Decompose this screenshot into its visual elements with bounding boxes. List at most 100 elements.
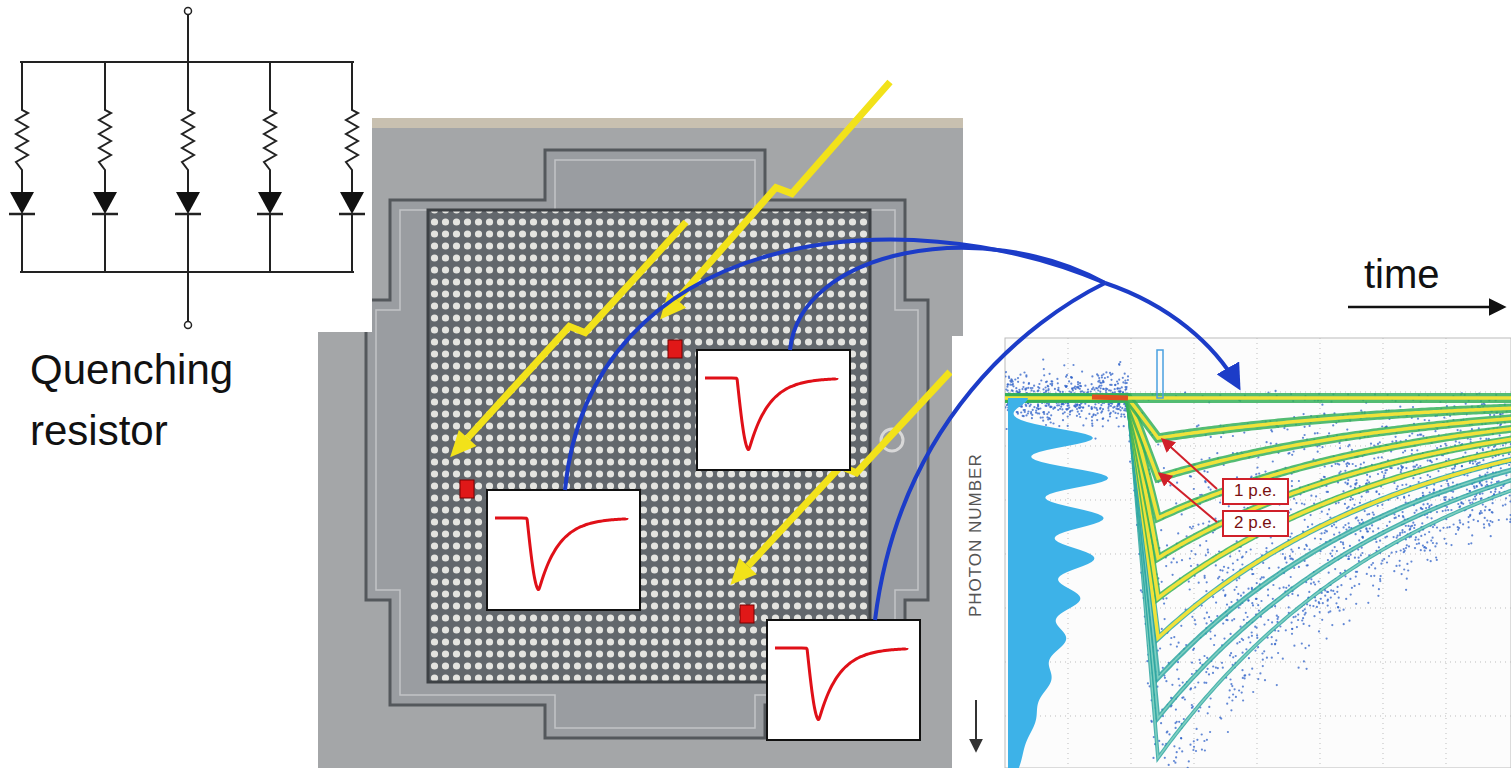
scope-dot [1366, 479, 1368, 481]
scope-dot [1081, 410, 1083, 412]
scope-dot [1093, 389, 1095, 391]
scope-dot [1216, 452, 1218, 454]
scope-dot [1291, 628, 1293, 630]
scope-dot [1101, 410, 1103, 412]
scope-dot [1024, 409, 1026, 411]
scope-dot [1301, 502, 1303, 504]
scope-dot [1120, 415, 1122, 417]
scope-dot [1091, 420, 1093, 422]
scope-dot [1338, 597, 1340, 599]
scope-dot [1259, 672, 1261, 674]
scope-dot [1097, 381, 1099, 383]
scope-dot [1210, 697, 1212, 699]
scope-dot [1252, 604, 1254, 606]
scope-dot [1190, 687, 1192, 689]
scope-dot [1180, 737, 1182, 739]
scope-dot [1114, 384, 1116, 386]
scope-dot [1244, 677, 1246, 679]
scope-dot [1362, 537, 1364, 539]
scope-dot [1009, 384, 1011, 386]
pixel-array [428, 210, 870, 682]
scope-dot [1166, 730, 1168, 732]
scope-dot [1190, 565, 1192, 567]
scope-dot [1263, 650, 1265, 652]
scope-dot [1333, 524, 1335, 526]
scope-dot [1399, 406, 1401, 408]
scope-dot [1267, 589, 1269, 591]
scope-dot [1414, 524, 1416, 526]
scope-dot [1207, 712, 1209, 714]
resistor-symbol [99, 62, 111, 272]
scope-dot [1505, 497, 1507, 499]
scope-dot [1027, 387, 1029, 389]
scope-dot [1444, 499, 1446, 501]
scope-dot [1124, 373, 1126, 375]
scope-dot [1470, 542, 1472, 544]
scope-dot [1205, 682, 1207, 684]
scope-dot [1350, 485, 1352, 487]
scope-dot [1401, 529, 1403, 531]
scope-dot [1400, 549, 1402, 551]
chip-photo [318, 118, 963, 768]
scope-panel [952, 336, 1511, 768]
scope-dot [1334, 546, 1336, 548]
scope-dot [1272, 584, 1274, 586]
scope-grid [1005, 338, 1511, 768]
scope-dot [1224, 595, 1226, 597]
scope-dot [1445, 509, 1447, 511]
scope-dot [1241, 563, 1243, 565]
scope-dot [1201, 749, 1203, 751]
pulse-inset [697, 350, 850, 470]
scope-dot [1437, 470, 1439, 472]
scope-dot [1291, 633, 1293, 635]
scope-dot [1208, 673, 1210, 675]
scope-dot [1461, 465, 1463, 467]
scope-dot [1234, 589, 1236, 591]
scope-dot [1042, 411, 1044, 413]
scope-dot [1247, 588, 1249, 590]
scope-dot [1310, 583, 1312, 585]
scope-dot [1127, 375, 1129, 377]
scope-dot [1350, 554, 1352, 556]
scope-dot [1409, 529, 1411, 531]
resistor-symbol [264, 62, 276, 272]
scope-dot [1059, 391, 1061, 393]
scope-dot [1079, 404, 1081, 406]
scope-dot [1348, 506, 1350, 508]
scope-dot [1393, 482, 1395, 484]
scope-dot [1233, 618, 1235, 620]
scope-dot [1335, 602, 1337, 604]
scope-dot [1160, 529, 1162, 531]
scope-dot [1193, 740, 1195, 742]
scope-dot [1395, 565, 1397, 567]
scope-dot [1362, 536, 1364, 538]
scope-dot [1436, 458, 1438, 460]
scope-dot [1340, 584, 1342, 586]
scope-dot [1226, 619, 1228, 621]
chip-edge [318, 118, 963, 128]
scope-dot [1021, 406, 1023, 408]
terminal [185, 322, 192, 329]
scope-dot [1107, 403, 1109, 405]
scope-dot [1321, 404, 1323, 406]
scope-dot [1257, 604, 1259, 606]
scope-dot [1291, 532, 1293, 534]
scope-dot [1076, 415, 1078, 417]
scope-dot [1467, 521, 1469, 523]
scope-dot [1042, 388, 1044, 390]
scope-dot [1302, 437, 1304, 439]
scope-dot [1466, 474, 1468, 476]
scope-dot [1337, 586, 1339, 588]
scope-dot [1184, 698, 1186, 700]
light-arrow-head [450, 430, 476, 457]
scope-dot [1226, 703, 1228, 705]
scope-dot [1327, 598, 1329, 600]
scope-dot [1453, 467, 1455, 469]
scope-dot [1170, 637, 1172, 639]
resistor-symbol [16, 62, 28, 272]
scope-dot [1238, 689, 1240, 691]
scope-dot [1442, 527, 1444, 529]
scope-dot [1060, 406, 1062, 408]
scope-dot [1068, 390, 1070, 392]
scope-dot [1289, 555, 1291, 557]
